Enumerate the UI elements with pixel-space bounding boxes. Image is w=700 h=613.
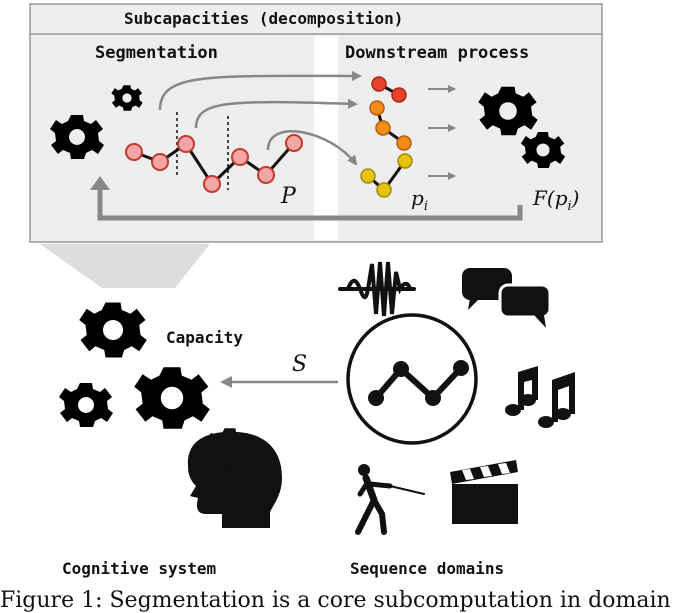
- feedback-arrow: [97, 186, 523, 221]
- sequence-domains-label: Sequence domains: [350, 559, 505, 578]
- curved-arrow: [266, 130, 358, 166]
- gear-icon: [79, 302, 147, 358]
- waveform-icon: [338, 261, 416, 317]
- segment-yellow: [360, 153, 413, 198]
- panel-title: Subcapacities (decomposition): [124, 9, 404, 28]
- capacity-label: Capacity: [166, 328, 244, 347]
- downstream-heading: Downstream process: [345, 43, 530, 63]
- clapperboard-icon: [450, 460, 518, 524]
- label-F-pi: F(pi): [533, 186, 580, 214]
- label-pi: pi: [411, 186, 428, 214]
- segment-red: [371, 76, 407, 103]
- sequence-nodes: [125, 134, 303, 193]
- label-P: P: [281, 184, 296, 209]
- cognitive-system-label: Cognitive system: [62, 559, 217, 578]
- panel-divider: [314, 36, 338, 240]
- music-notes-icon: [505, 366, 575, 428]
- head-gears-icon: [187, 428, 282, 528]
- segmentation-heading: Segmentation: [95, 43, 218, 63]
- figure-caption: Figure 1: Segmentation is a core subcomp…: [0, 588, 671, 613]
- gear-icon: [134, 367, 210, 429]
- curved-arrow: [194, 98, 358, 129]
- figure: Subcapacities (decomposition) Segmentati…: [0, 3, 671, 613]
- s-label: S: [292, 352, 308, 377]
- speech-bubbles-icon: [462, 268, 552, 328]
- segment-orange: [369, 100, 412, 151]
- callout-wedge: [40, 244, 210, 288]
- fencer-icon: [355, 464, 425, 535]
- curved-arrow: [158, 70, 362, 111]
- gear-icon: [59, 383, 113, 427]
- diagram-canvas: [29, 3, 603, 535]
